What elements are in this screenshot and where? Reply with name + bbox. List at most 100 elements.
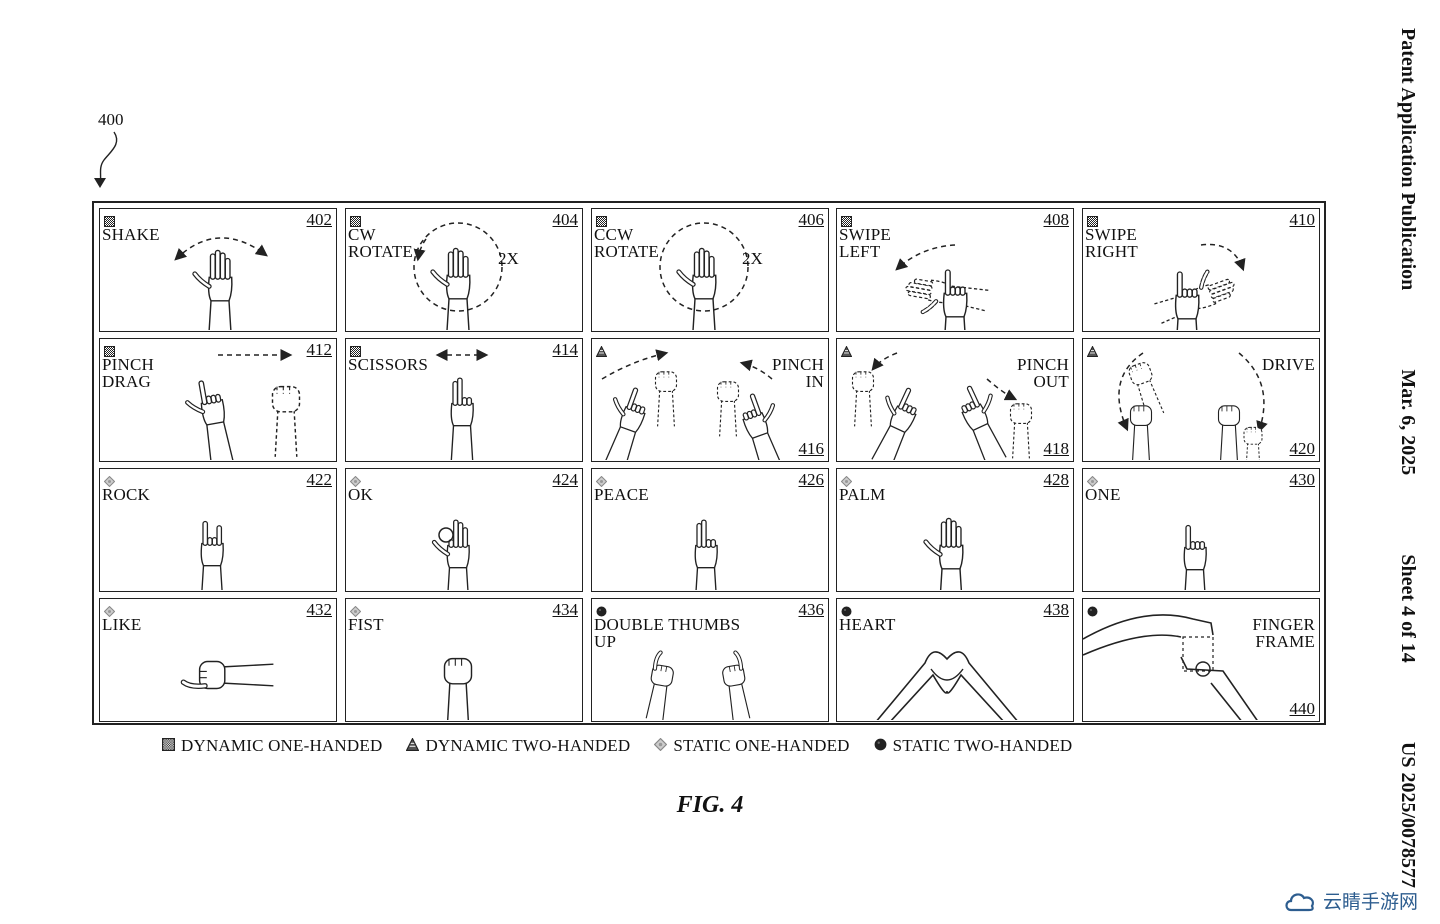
gesture-ref-number: 418 bbox=[1043, 439, 1070, 458]
gesture-label: SWIPE LEFT bbox=[839, 225, 891, 261]
gesture-label: PINCH IN bbox=[771, 355, 824, 391]
gesture-type-icon bbox=[1086, 474, 1099, 488]
gesture-label: DRIVE bbox=[1262, 355, 1315, 374]
publication-number: US 2025/0078577 bbox=[1397, 741, 1420, 888]
gesture-ref-number: 428 bbox=[1043, 470, 1070, 489]
legend-item-st1: STATIC ONE-HANDED bbox=[654, 736, 849, 756]
gesture-label: PINCH OUT bbox=[1016, 355, 1069, 391]
gesture-type-icon bbox=[349, 474, 362, 488]
gesture-label: ROCK bbox=[102, 485, 151, 504]
gesture-illustration-peace bbox=[694, 519, 718, 590]
gesture-cell-rock: ROCK 422 bbox=[99, 468, 337, 592]
gesture-type-icon bbox=[596, 214, 607, 227]
publication-title: Patent Application Publication bbox=[1397, 28, 1420, 291]
gesture-cell-swl: SWIPE LEFT 408 bbox=[836, 208, 1074, 332]
gesture-illustration-one bbox=[1183, 524, 1207, 590]
gesture-type-icon bbox=[103, 474, 116, 488]
gesture-ref-number: 440 bbox=[1289, 699, 1316, 718]
gesture-type-icon bbox=[350, 344, 361, 357]
gesture-type-icon bbox=[349, 604, 362, 618]
gesture-type-icon bbox=[103, 604, 116, 618]
gesture-type-icon bbox=[104, 214, 115, 227]
gesture-cell-heart: HEART 438 bbox=[836, 598, 1074, 722]
gesture-label: PEACE bbox=[594, 485, 649, 504]
gesture-illustration-pin bbox=[601, 349, 784, 460]
gesture-label: CCW ROTATE bbox=[594, 225, 659, 261]
gesture-illustration-shake bbox=[174, 237, 268, 330]
gesture-type-icon bbox=[841, 214, 852, 227]
gesture-ref-number: 402 bbox=[306, 210, 333, 229]
legend-label: STATIC ONE-HANDED bbox=[673, 736, 850, 755]
gesture-label: DOUBLE THUMBS UP bbox=[594, 615, 741, 651]
figure-reference-number: 400 bbox=[98, 110, 124, 129]
watermark-text: 云睛手游网 bbox=[1322, 891, 1418, 913]
gesture-label: HEART bbox=[839, 615, 896, 634]
publication-margin-header: Patent Application Publication Mar. 6, 2… bbox=[1388, 28, 1428, 888]
gesture-label: PINCH DRAG bbox=[102, 355, 155, 391]
gesture-ref-number: 420 bbox=[1289, 439, 1316, 458]
gesture-cell-pdrag: PINCH DRAG 412 bbox=[99, 338, 337, 462]
gesture-illustration-ok bbox=[431, 519, 470, 590]
gesture-type-icon bbox=[104, 344, 115, 357]
gesture-illustration-palm bbox=[923, 517, 964, 590]
gesture-label: OK bbox=[348, 485, 373, 504]
gesture-label: FIST bbox=[348, 615, 384, 634]
gesture-ref-number: 408 bbox=[1043, 210, 1070, 229]
gesture-cell-palm: PALM 428 bbox=[836, 468, 1074, 592]
gesture-type-icon bbox=[1087, 604, 1098, 617]
gesture-label: CW ROTATE bbox=[348, 225, 413, 261]
gesture-type-icon bbox=[1087, 214, 1098, 227]
gesture-illustration-heart bbox=[876, 651, 1018, 720]
legend-label: STATIC TWO-HANDED bbox=[892, 736, 1073, 755]
gesture-type-icon bbox=[840, 344, 853, 357]
legend-st1-icon bbox=[654, 736, 668, 756]
gesture-ref-number: 412 bbox=[306, 340, 333, 359]
gesture-cell-one: ONE 430 bbox=[1082, 468, 1320, 592]
gesture-label: ONE bbox=[1085, 485, 1121, 504]
gesture-label: SWIPE RIGHT bbox=[1085, 225, 1138, 261]
gesture-ref-number: 406 bbox=[798, 210, 825, 229]
gesture-illustration-frame bbox=[1083, 614, 1258, 720]
gesture-ref-number: 410 bbox=[1289, 210, 1316, 229]
legend-dyn1-icon bbox=[162, 736, 175, 756]
legend-item-dyn2: DYNAMIC TWO-HANDED bbox=[406, 736, 630, 756]
sheet-number: Sheet 4 of 14 bbox=[1397, 554, 1420, 663]
gesture-cell-drive: DRIVE 420 bbox=[1082, 338, 1320, 462]
legend-item-st2: STATIC TWO-HANDED bbox=[874, 736, 1073, 756]
site-watermark: 云睛手游网 bbox=[1283, 887, 1418, 914]
gesture-illustration-like bbox=[180, 660, 274, 690]
gesture-type-icon bbox=[595, 474, 608, 488]
gesture-type-icon bbox=[841, 604, 852, 617]
gesture-illustration-rock bbox=[200, 520, 224, 590]
gesture-ref-number: 416 bbox=[798, 439, 825, 458]
publication-date: Mar. 6, 2025 bbox=[1397, 369, 1420, 476]
gesture-cell-pin: PINCH IN 416 bbox=[591, 338, 829, 462]
gesture-cell-shake: SHAKE 402 bbox=[99, 208, 337, 332]
reference-arrow-icon bbox=[94, 131, 118, 188]
gesture-ref-number: 422 bbox=[306, 470, 333, 489]
figure-caption: FIG. 4 bbox=[676, 792, 744, 818]
gesture-type-icon bbox=[596, 604, 607, 617]
repeat-count-note: 2X bbox=[498, 249, 519, 268]
gesture-cell-pout: PINCH OUT 418 bbox=[836, 338, 1074, 462]
gesture-illustration-fist bbox=[443, 657, 473, 720]
gesture-illustration-dthumbs bbox=[645, 650, 751, 720]
gesture-illustration-ccw bbox=[659, 222, 749, 330]
gesture-ref-number: 430 bbox=[1289, 470, 1316, 489]
gesture-illustration-scis bbox=[435, 349, 489, 460]
gesture-ref-number: 432 bbox=[306, 600, 333, 619]
gesture-label: SHAKE bbox=[102, 225, 160, 244]
gesture-type-icon bbox=[595, 344, 608, 357]
gesture-label: PALM bbox=[839, 485, 886, 504]
gesture-illustration-pout bbox=[851, 352, 1033, 460]
gesture-ref-number: 438 bbox=[1043, 600, 1070, 619]
